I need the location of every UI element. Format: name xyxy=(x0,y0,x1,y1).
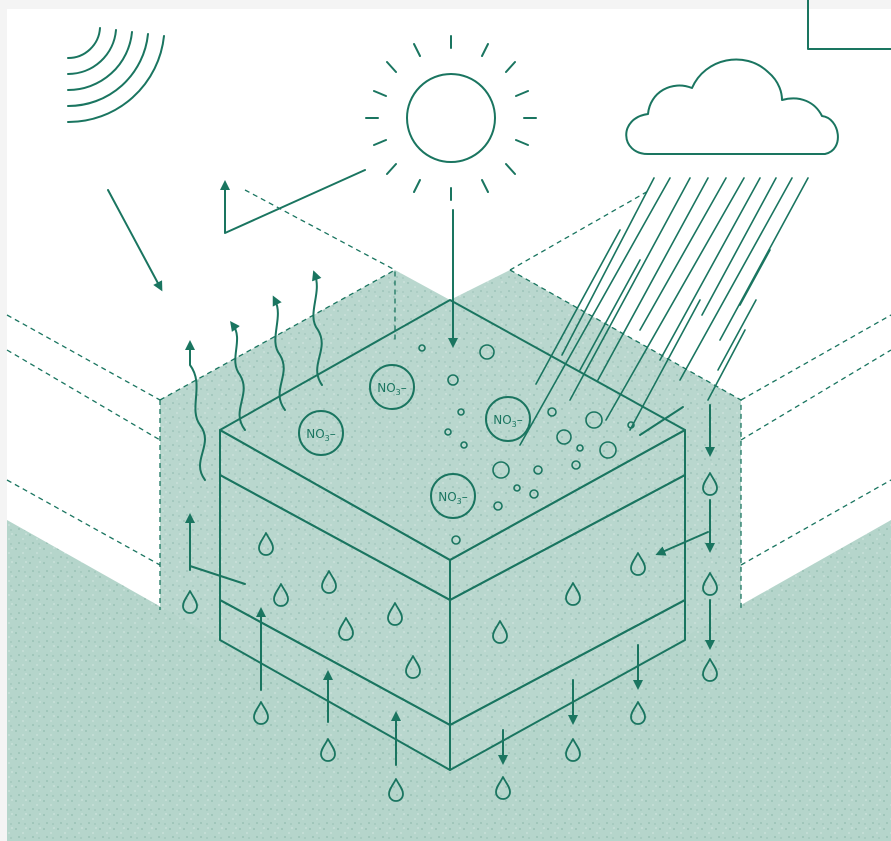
frame-corner xyxy=(807,0,891,50)
nitrate-circle-1: NO3– xyxy=(369,364,415,410)
soil-block xyxy=(219,299,686,771)
svg-text:NO3–: NO3– xyxy=(493,413,523,429)
bubble-icon xyxy=(418,344,635,545)
incoming-radiation-arrow xyxy=(107,189,163,292)
sun-icon xyxy=(365,35,537,201)
terrain-planes xyxy=(6,314,891,566)
radiation-waves-icon xyxy=(67,27,165,124)
left-flows xyxy=(182,513,246,614)
nitrate-circle-4: NO3– xyxy=(430,473,476,519)
svg-text:NO3–: NO3– xyxy=(377,381,407,397)
nitrate-circle-3: NO3– xyxy=(485,396,531,442)
rain-icon xyxy=(519,177,809,446)
nitrate-circle-2: NO3– xyxy=(298,410,344,456)
ground-surface xyxy=(7,520,891,841)
bedrock-right xyxy=(449,599,686,771)
svg-text:NO3–: NO3– xyxy=(306,427,336,443)
groundwater-flows xyxy=(253,607,646,802)
influence-zone xyxy=(160,270,741,770)
evaporation-arrows xyxy=(185,270,323,481)
cloud-icon xyxy=(625,58,839,155)
right-flows xyxy=(639,404,718,682)
svg-text:NO3–: NO3– xyxy=(438,490,468,506)
zone-outlines xyxy=(159,189,742,610)
reflection-arrow xyxy=(220,169,366,234)
